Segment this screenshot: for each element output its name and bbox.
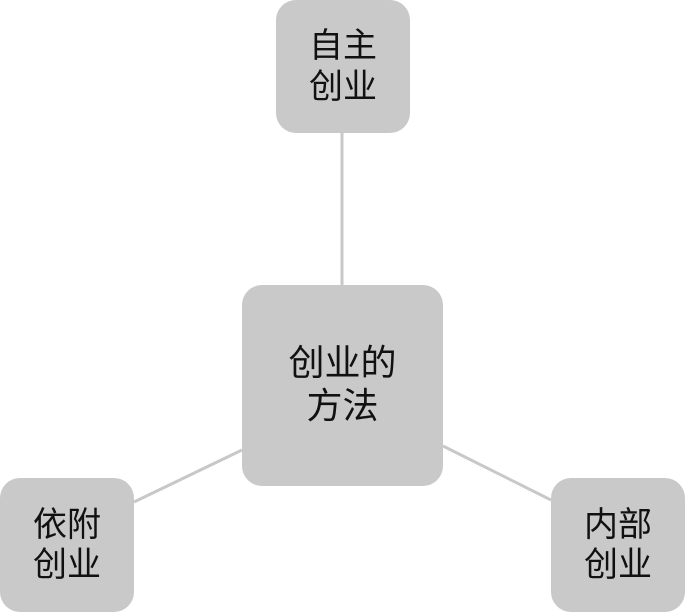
node-center-line2: 方法 [306,385,379,427]
node-top-line1: 自主 [309,26,377,67]
node-dependent-entrepreneurship: 依附 创业 [0,478,134,612]
node-left-line1: 依附 [33,504,101,545]
node-left-line2: 创业 [33,545,101,585]
node-entrepreneurship-methods: 创业的 方法 [242,285,443,486]
node-internal-entrepreneurship: 内部 创业 [551,478,685,612]
node-top-line2: 创业 [309,66,377,107]
node-independent-entrepreneurship: 自主 创业 [276,0,410,133]
connector-left [133,448,243,504]
node-right-line2: 创业 [584,545,652,585]
connector-right [442,444,552,502]
node-center-line1: 创业的 [288,343,397,385]
node-right-line1: 内部 [584,504,652,545]
